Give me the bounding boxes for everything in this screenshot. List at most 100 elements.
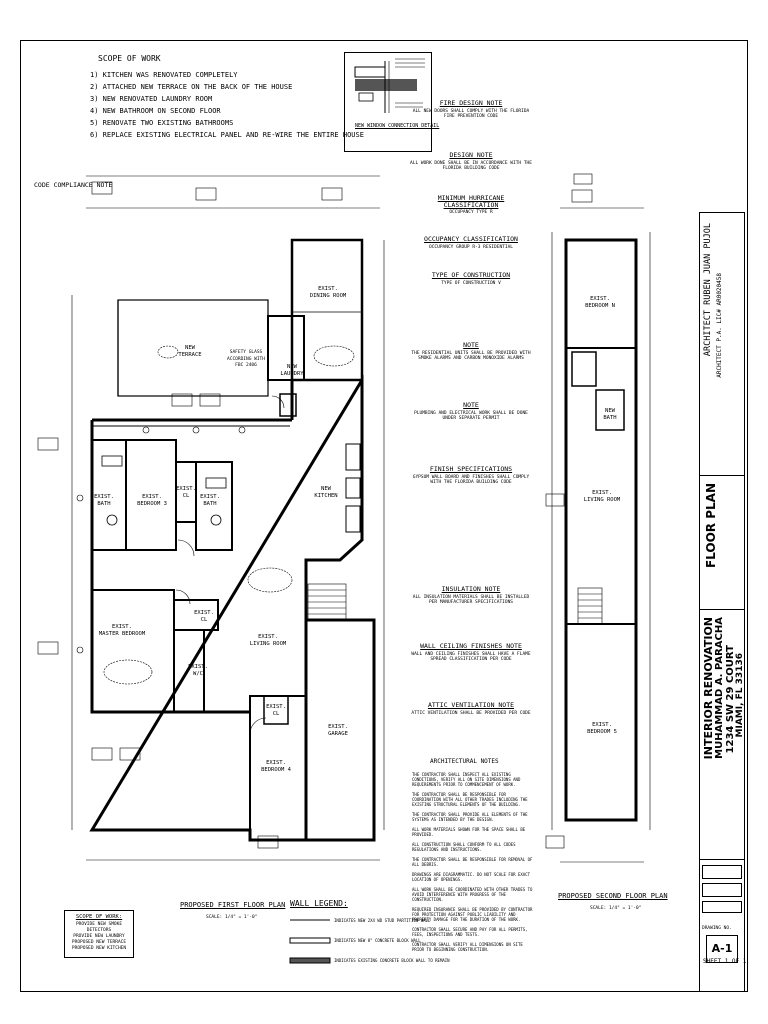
note-body: ALL WORK DONE SHALL BE IN ACCORDANCE WIT…	[410, 160, 532, 172]
title-block: ARCHITECT RUBEN JUAN PUJOL ARCHITECT P.A…	[699, 212, 745, 992]
scope-box-line: PROVIDE NEW SMOKE DETECTORS	[75, 922, 123, 933]
note-occupancy: OCCUPANCY CLASSIFICATION OCCUPANCY GROUP…	[410, 236, 532, 250]
architectural-notes-title: ARCHITECTURAL NOTES	[430, 758, 499, 765]
room-label-master-closet: EXIST. CL	[194, 610, 214, 623]
second-floor-walls	[564, 238, 638, 822]
architect-license: ARCHITECT P.A. LIC# AR0020458	[716, 273, 723, 378]
arch-note: THE CONTRACTOR SHALL INSPECT ALL EXISTIN…	[412, 772, 521, 787]
note-alarms: NOTE THE RESIDENTIAL UNITS SHALL BE PROV…	[410, 342, 532, 362]
arch-note: THE CONTRACTOR SHALL PROVIDE ALL ELEMENT…	[412, 812, 528, 822]
room-label-dining: EXIST. DINING ROOM	[309, 286, 347, 299]
master-bedroom-walls	[91, 589, 175, 713]
note-body: ATTIC VENTILATION SHALL BE PROVIDED PER …	[411, 710, 531, 716]
drawing-no-label: DRAWING NO.	[702, 926, 732, 931]
note-body: ALL INSULATION MATERIALS SHALL BE INSTAL…	[412, 594, 530, 606]
walkin-closet-walls	[173, 629, 205, 713]
room-label-closet-b4: EXIST. CL	[266, 704, 286, 717]
arch-note: DRAWINGS ARE DIAGRAMMATIC. DO NOT SCALE …	[412, 872, 531, 882]
note-hurricane: MINIMUM HURRICANE CLASSIFICATION OCCUPAN…	[410, 195, 532, 216]
note-body: OCCUPANCY GROUP R-3 RESIDENTIAL	[429, 244, 513, 250]
note-body: PLUMBING AND ELECTRICAL WORK SHALL BE DO…	[414, 410, 528, 422]
scope-of-work-title: SCOPE OF WORK	[98, 54, 161, 63]
room-label-closet: EXIST. CL	[176, 486, 196, 499]
room-label-living-2: EXIST. LIVING ROOM	[583, 490, 621, 503]
sheet-id: A-1	[706, 935, 738, 963]
wall-legend-item: INDICATES EXISTING CONCRETE BLOCK WALL T…	[334, 958, 450, 963]
arch-note: CONTRACTOR SHALL SECURE AND PAY FOR ALL …	[412, 927, 528, 937]
note-body: WALL AND CEILING FINISHES SHALL HAVE A F…	[411, 651, 531, 663]
code-compliance-title: CODE COMPLIANCE NOTE	[34, 181, 113, 189]
dining-room-walls	[290, 238, 364, 382]
note-title: MINIMUM HURRICANE CLASSIFICATION	[437, 194, 505, 209]
wall-legend-item: INDICATES NEW 2X4 WD STUD PARTITION WALL	[334, 918, 431, 923]
wall-legend-title: WALL LEGEND:	[290, 899, 348, 908]
sheet-number: SHEET 1 OF 1	[703, 958, 746, 965]
arch-note: ALL WORK MATERIALS SHOWN FOR THE SPACE S…	[412, 827, 526, 837]
note-fire-design: FIRE DESIGN NOTE ALL NEW DOORS SHALL COM…	[410, 100, 532, 120]
note-title: FINISH SPECIFICATIONS	[429, 465, 513, 473]
room-label-new-bath: NEW BATH	[603, 408, 617, 421]
scope-item: 2) ATTACHED NEW TERRACE ON THE BACK OF T…	[90, 83, 293, 91]
first-floor-scale: SCALE: 1/4" = 1'-0"	[206, 915, 258, 920]
room-label-garage: EXIST. GARAGE	[328, 724, 348, 737]
note-body: TYPE OF CONSTRUCTION V	[441, 280, 501, 286]
arch-note: THE CONTRACTOR SHALL BE RESPONSIBLE FOR …	[412, 792, 528, 807]
arch-note: ALL CONSTRUCTION SHALL CONFORM TO ALL CO…	[412, 842, 516, 852]
room-label-living: EXIST. LIVING ROOM	[249, 634, 287, 647]
arch-note: REQUIRED INSURANCE SHALL BE PROVIDED BY …	[412, 907, 533, 922]
note-attic: ATTIC VENTILATION NOTE ATTIC VENTILATION…	[410, 702, 532, 716]
room-label-walkin: EXIST. W/C	[188, 664, 208, 677]
note-title: FIRE DESIGN NOTE	[439, 99, 503, 107]
note-body: OCCUPANCY TYPE R	[449, 210, 493, 215]
room-label-bedroom5: EXIST. BEDROOM 5	[587, 722, 617, 735]
scope-item: 6) REPLACE EXISTING ELECTRICAL PANEL AND…	[90, 131, 364, 139]
note-body: THE RESIDENTIAL UNITS SHALL BE PROVIDED …	[411, 350, 531, 362]
first-floor-title: PROPOSED FIRST FLOOR PLAN	[180, 901, 286, 909]
wall-legend-item: INDICATES NEW 8" CONCRETE BLOCK WALL	[334, 938, 421, 943]
bath-2-walls	[195, 461, 233, 551]
note-body: ALL NEW DOORS SHALL COMPLY WITH THE FLOR…	[412, 108, 530, 120]
scope-item: 4) NEW BATHROOM ON SECOND FLOOR	[90, 107, 221, 115]
project-city: MIAMI, FL 33136	[735, 653, 745, 738]
note-insulation: INSULATION NOTE ALL INSULATION MATERIALS…	[410, 586, 532, 606]
arch-note: THE CONTRACTOR SHALL BE RESPONSIBLE FOR …	[412, 857, 533, 867]
second-floor-scale: SCALE: 1/4" = 1'-0"	[590, 906, 642, 911]
architect-name: ARCHITECT RUBEN JUAN PUJOL	[703, 223, 713, 357]
stair	[307, 583, 347, 621]
room-label-bedroom3: EXIST. BEDROOM 3	[137, 494, 167, 507]
scope-of-work-box: SCOPE OF WORK: PROVIDE NEW SMOKE DETECTO…	[64, 910, 134, 958]
drawing-sheet-border	[20, 40, 748, 992]
architectural-notes-list: THE CONTRACTOR SHALL INSPECT ALL EXISTIN…	[412, 772, 534, 957]
safety-glass-note: SAFETY GLASS ACCORDING WITH FBC 2406	[227, 350, 265, 368]
room-label-bedroom-n: EXIST. BEDROOM N	[585, 296, 615, 309]
exterior-walls	[89, 374, 364, 842]
room-label-master-bedroom: EXIST. MASTER BEDROOM	[98, 624, 146, 637]
window-detail-title: NEW WINDOW CONNECTION DETAIL	[355, 123, 440, 129]
scope-box-line: PROPOSED NEW TERRACE	[71, 940, 127, 945]
owner-name: MUHAMMAD A. PARACHA	[714, 617, 725, 759]
note-title: WALL CEILING FINISHES NOTE	[420, 642, 522, 650]
note-title: INSULATION NOTE	[441, 585, 501, 593]
scope-of-work-list: 1) KITCHEN WAS RENOVATED COMPLETELY 2) A…	[90, 69, 364, 141]
room-label-bath2: EXIST. BATH	[200, 494, 220, 507]
room-label-bath: EXIST. BATH	[94, 494, 114, 507]
scope-box-title: SCOPE OF WORK:	[75, 914, 123, 920]
note-title: TYPE OF CONSTRUCTION	[431, 271, 511, 279]
note-design: DESIGN NOTE ALL WORK DONE SHALL BE IN AC…	[410, 152, 532, 172]
sheet-label: SHEET	[703, 958, 722, 965]
second-floor-title: PROPOSED SECOND FLOOR PLAN	[558, 892, 668, 900]
note-title: DESIGN NOTE	[449, 151, 493, 159]
note-construction: TYPE OF CONSTRUCTION TYPE OF CONSTRUCTIO…	[410, 272, 532, 286]
window-detail-box: NEW WINDOW CONNECTION DETAIL	[344, 52, 439, 152]
laundry-walls	[267, 315, 305, 381]
scope-box-line: PROVIDE NEW LAUNDRY	[73, 934, 125, 939]
legend-swatch-block	[289, 937, 331, 944]
scope-item: 1) KITCHEN WAS RENOVATED COMPLETELY	[90, 71, 238, 79]
window-detail-drawing	[354, 58, 425, 113]
room-label-laundry: NEW LAUNDRY	[280, 364, 304, 377]
note-wall-ceiling: WALL CEILING FINISHES NOTE WALL AND CEIL…	[410, 643, 532, 663]
arch-note: ALL WORK SHALL BE COORDINATED WITH OTHER…	[412, 887, 533, 902]
note-finish: FINISH SPECIFICATIONS GYPSUM WALL BOARD …	[410, 466, 532, 486]
arch-note: CONTRACTOR SHALL VERIFY ALL DIMENSIONS O…	[412, 942, 523, 952]
